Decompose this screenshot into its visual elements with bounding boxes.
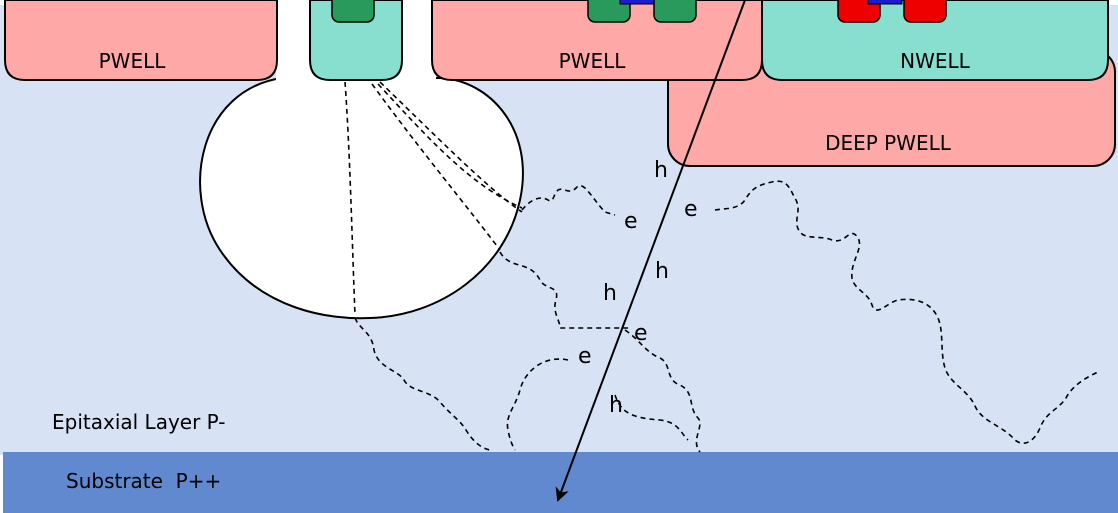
diffusion-path-3 [354, 317, 491, 451]
pwell-left-label: PWELL [99, 49, 167, 73]
pwell-mid-label: PWELL [559, 49, 627, 73]
hole-label: h [609, 393, 623, 418]
drift-line-2 [371, 83, 501, 251]
depletion-region [199, 77, 524, 320]
electron-label: e [578, 344, 592, 369]
substrate-label: Substrate P++ [66, 469, 221, 493]
n-contact-diode [331, 0, 375, 23]
n-contact-1 [587, 0, 631, 23]
nwell-collection-diode [309, 0, 403, 81]
diffusion-path-7 [714, 180, 1099, 444]
p-contact-1 [837, 0, 881, 23]
diffusion-path-2 [499, 251, 628, 329]
n-contact-2 [653, 0, 697, 23]
hole-label: h [603, 281, 617, 306]
deep-pwell-label: DEEP PWELL [825, 131, 952, 155]
hole-label: h [655, 259, 669, 284]
drift-line-3 [377, 83, 523, 209]
hole-label: h [654, 158, 668, 183]
gate-nmos [619, 0, 655, 5]
diffusion-path-4 [506, 358, 569, 451]
nwell-label: NWELL [900, 49, 971, 73]
substrate-layer [3, 452, 1118, 513]
electron-label: e [624, 209, 638, 234]
epitaxial-layer-label: Epitaxial Layer P- [52, 410, 226, 434]
diffusion-path-5 [624, 329, 701, 453]
carrier-paths [344, 81, 1099, 453]
particle-track-arrow [555, 0, 746, 502]
gate-pmos [867, 0, 903, 5]
electron-label: e [684, 197, 698, 222]
diffusion-path-6 [614, 394, 689, 441]
p-contact-2 [903, 0, 947, 23]
drift-line-4 [379, 81, 523, 213]
pwell-left [4, 0, 278, 81]
carrier-labels: h e e h h e e h [578, 158, 698, 418]
electron-label: e [634, 321, 648, 346]
